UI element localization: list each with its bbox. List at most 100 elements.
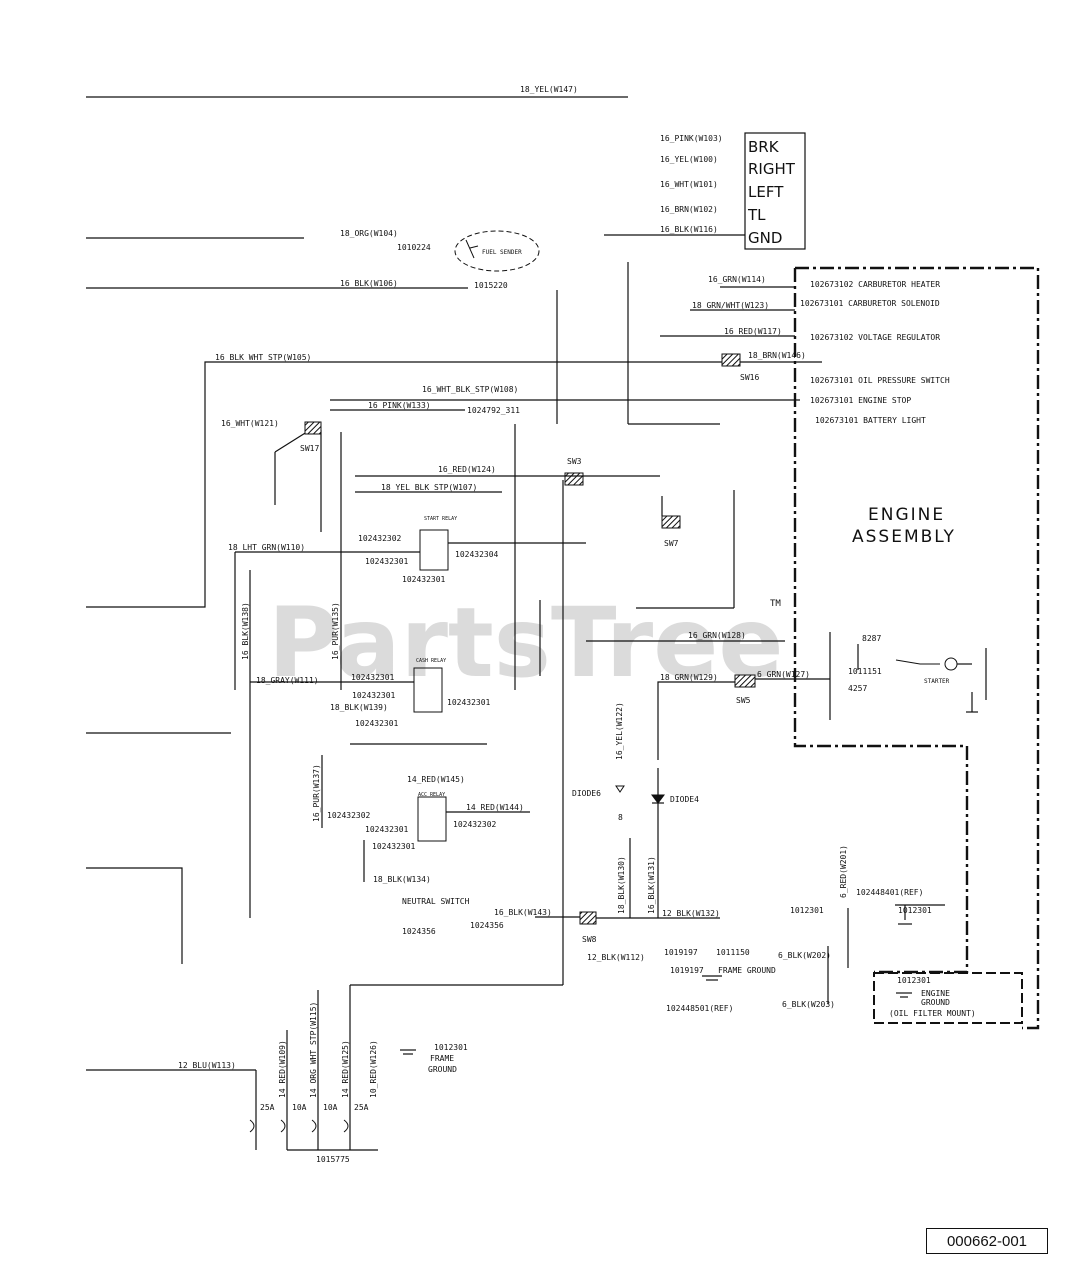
svg-text:SW8: SW8 [582,935,597,944]
svg-text:4257: 4257 [848,684,867,693]
svg-text:14_ORG_WHT_STP(W115): 14_ORG_WHT_STP(W115) [309,1002,318,1098]
svg-text:102432301: 102432301 [372,842,416,851]
wire-w128: 16_GRN(W128) [586,631,785,642]
svg-text:102673102 CARBURETOR HEATER: 102673102 CARBURETOR HEATER [810,280,940,289]
svg-text:START RELAY: START RELAY [424,516,457,522]
fuse-area: 12_BLU(W113) 14_RED(W109) 14_ORG_WHT_STP… [86,985,468,1164]
switch-sw3: SW3 16_RED(W124) 18_YEL_BLK_STP(W107) [350,457,660,986]
svg-text:PartsTree: PartsTree [268,587,783,699]
svg-text:1015775: 1015775 [316,1155,350,1164]
svg-text:18_GRN/WHT(W123): 18_GRN/WHT(W123) [692,301,769,310]
svg-text:18_BLK(W139): 18_BLK(W139) [330,703,388,712]
svg-text:1024356: 1024356 [470,921,504,930]
svg-text:18_BRN(W146): 18_BRN(W146) [748,351,806,360]
svg-text:1024792_311: 1024792_311 [467,406,520,415]
svg-text:SW5: SW5 [736,696,751,705]
svg-text:6_BLK(W203): 6_BLK(W203) [782,1000,835,1009]
svg-text:SW17: SW17 [300,444,319,453]
svg-text:GROUND: GROUND [921,998,950,1007]
svg-text:10A: 10A [323,1103,338,1112]
svg-text:16_BLK(W106): 16_BLK(W106) [340,279,398,288]
svg-text:102448401(REF): 102448401(REF) [856,888,923,897]
connector: BRK RIGHT LEFT TL GND 16_PINK(W103) 16_Y… [660,132,806,250]
svg-text:25A: 25A [354,1103,369,1112]
wire-w105: 16_BLK_WHT_STP(W105) [86,353,822,608]
svg-text:102432301: 102432301 [352,691,396,700]
diode4: DIODE4 [651,768,699,918]
svg-text:102448501(REF): 102448501(REF) [666,1004,733,1013]
svg-text:16_RED(W124): 16_RED(W124) [438,465,496,474]
start-relay: START RELAY 102432302 102432301 10243230… [228,516,586,690]
svg-text:16_BLK(W143): 16_BLK(W143) [494,908,552,917]
svg-text:FRAME: FRAME [430,1054,454,1063]
svg-text:25A: 25A [260,1103,275,1112]
svg-text:16_BLK_WHT_STP(W105): 16_BLK_WHT_STP(W105) [215,353,311,362]
trunk-lines [86,234,745,964]
svg-text:1019197: 1019197 [664,948,698,957]
svg-text:16_BLK(W116): 16_BLK(W116) [660,225,718,234]
svg-text:102673101 BATTERY LIGHT: 102673101 BATTERY LIGHT [815,416,926,425]
svg-text:TM: TM [770,599,781,609]
svg-text:14_RED(W145): 14_RED(W145) [407,775,465,784]
svg-text:102673102 VOLTAGE REGULATOR: 102673102 VOLTAGE REGULATOR [810,333,940,342]
svg-text:16_WHT_BLK_STP(W108): 16_WHT_BLK_STP(W108) [422,385,518,394]
svg-text:1024356: 1024356 [402,927,436,936]
svg-text:102432301: 102432301 [355,719,399,728]
wire-w138: 16_BLK(W138) [241,570,251,918]
switch-sw16: SW16 [721,353,759,382]
svg-text:102432301: 102432301 [402,575,446,584]
engine-assembly: ENGINE ASSEMBLY [793,266,1040,1030]
svg-text:6_RED(W201): 6_RED(W201) [839,845,848,898]
svg-text:14_RED(W125): 14_RED(W125) [341,1040,350,1098]
svg-text:10_RED(W126): 10_RED(W126) [369,1040,378,1098]
svg-text:1012301: 1012301 [434,1043,468,1052]
svg-text:8287: 8287 [862,634,881,643]
svg-text:10A: 10A [292,1103,307,1112]
frame-ground-center: 1019197 1011150 1019197 FRAME GROUND 102… [664,948,776,1013]
svg-text:102432301: 102432301 [365,557,409,566]
svg-text:102432304: 102432304 [455,550,499,559]
svg-text:GROUND: GROUND [428,1065,457,1074]
svg-text:16_BRN(W102): 16_BRN(W102) [660,205,718,214]
watermark: PartsTree TM [268,587,783,699]
svg-text:16_WHT(W121): 16_WHT(W121) [221,419,279,428]
svg-text:ENGINE: ENGINE [921,989,950,998]
svg-text:1019197: 1019197 [670,966,704,975]
wire-w147: 18_YEL(W147) [86,85,628,98]
svg-text:SW7: SW7 [664,539,679,548]
svg-text:14_RED(W109): 14_RED(W109) [278,1040,287,1098]
svg-text:1010224: 1010224 [397,243,431,252]
svg-text:1012301: 1012301 [898,906,932,915]
svg-text:16_PUR(W135): 16_PUR(W135) [331,602,340,660]
svg-text:16_RED(W117): 16_RED(W117) [724,327,782,336]
svg-text:102432301: 102432301 [447,698,491,707]
svg-text:FRAME GROUND: FRAME GROUND [718,966,776,975]
svg-text:1012301: 1012301 [790,906,824,915]
svg-text:FUEL SENDER: FUEL SENDER [482,249,522,256]
svg-text:ASSEMBLY: ASSEMBLY [852,527,956,547]
wire-w137: 16_PUR(W137) [312,755,323,828]
svg-text:12_BLK(W112): 12_BLK(W112) [587,953,645,962]
svg-text:TL: TL [747,206,766,224]
svg-text:16_YEL(W100): 16_YEL(W100) [660,155,718,164]
diode6: DIODE6 8 [572,785,625,822]
svg-text:16_WHT(W101): 16_WHT(W101) [660,180,718,189]
neutral-switch: NEUTRAL SWITCH 1024356 1024356 16_BLK(W1… [402,897,580,936]
wire-w108: 16_WHT_BLK_STP(W108) [330,385,800,401]
svg-text:GND: GND [748,229,782,247]
svg-text:102673101 OIL PRESSURE SWITCH: 102673101 OIL PRESSURE SWITCH [810,376,950,385]
svg-text:102673101 CARBURETOR SOLENOID: 102673101 CARBURETOR SOLENOID [800,299,940,308]
svg-text:18_ORG(W104): 18_ORG(W104) [340,229,398,238]
svg-text:1011150: 1011150 [716,948,750,957]
switch-sw17: 16_WHT(W121) SW17 [221,419,322,453]
wire-w104: 18_ORG(W104) [86,229,398,239]
svg-text:ACC RELAY: ACC RELAY [418,792,445,798]
svg-text:102432301: 102432301 [351,673,395,682]
switch-sw8: SW8 18_BLK(W130) 16_BLK(W131) 12_BLK(W13… [579,838,720,962]
svg-text:12_BLU(W113): 12_BLU(W113) [178,1061,236,1070]
svg-text:SW16: SW16 [740,373,759,382]
svg-text:16_GRN(W128): 16_GRN(W128) [688,631,746,640]
svg-text:16_GRN(W114): 16_GRN(W114) [708,275,766,284]
wire-w133: 16_PINK(W133) 1024792_311 [330,401,520,415]
svg-text:16_YEL(W122): 16_YEL(W122) [615,702,624,760]
